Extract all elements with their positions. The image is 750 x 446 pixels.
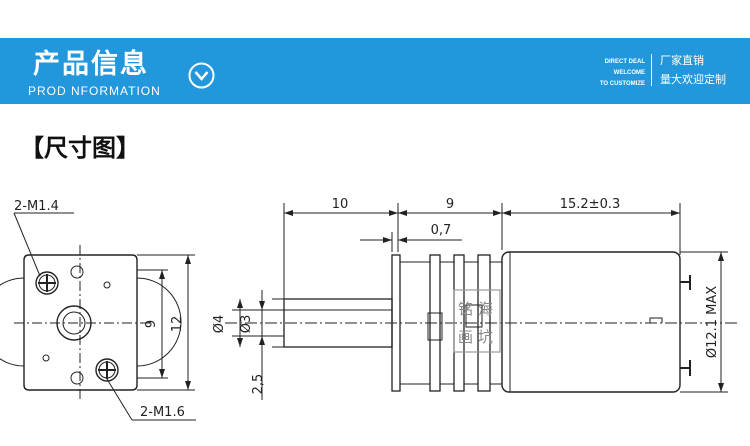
tagline-welcome: WELCOME — [613, 70, 645, 76]
dim-shaft-dia-label: Ø4 — [212, 315, 227, 334]
banner-subtitle: PROD NFORMATION — [28, 84, 161, 98]
stamp-char-4: 坑 — [478, 328, 493, 346]
stamp-char-2: 海 — [478, 300, 493, 318]
side-view — [225, 203, 740, 400]
section-title: 【尺寸图】 — [20, 134, 140, 162]
dim-inner-label: 9 — [144, 320, 159, 328]
tagline-direct: DIRECT DEAL — [604, 59, 645, 65]
dim-flat-label: Ø3 — [239, 315, 254, 334]
dim-flat-offset-label: 2,5 — [251, 374, 266, 395]
banner-title: 产品信息 — [33, 49, 149, 80]
dimension-drawing: 铭 海 画 坑 2-M1.4 2-M1.6 9 12 10 9 15.2±0.3… — [0, 197, 740, 421]
dim-plate-label: 0,7 — [431, 223, 452, 238]
dim-motor-label: 15.2±0.3 — [560, 197, 621, 212]
slogan-custom: 量大欢迎定制 — [660, 73, 726, 86]
dim-gearbox-label: 9 — [446, 197, 454, 212]
watermark-stamp: 铭 海 画 坑 — [453, 289, 501, 353]
dim-outer-label: 12 — [170, 316, 185, 333]
stamp-char-1: 铭 — [458, 300, 473, 318]
hole-bottom-label: 2-M1.6 — [140, 405, 185, 420]
dim-motor-dia-label: Ø12.1 MAX — [705, 286, 720, 358]
slogan-factory: 厂家直销 — [660, 54, 704, 67]
header-banner: 产品信息 PROD NFORMATION DIRECT DEAL WELCOME… — [0, 38, 750, 104]
hole-top-label: 2-M1.4 — [14, 199, 59, 214]
chevron-down-icon — [188, 62, 215, 89]
stamp-char-3: 画 — [458, 328, 473, 346]
dim-shaft-length-label: 10 — [332, 197, 349, 212]
tagline-customize: TO CUSTOMIZE — [599, 81, 645, 87]
header-divider — [651, 54, 652, 86]
front-view — [0, 212, 196, 421]
